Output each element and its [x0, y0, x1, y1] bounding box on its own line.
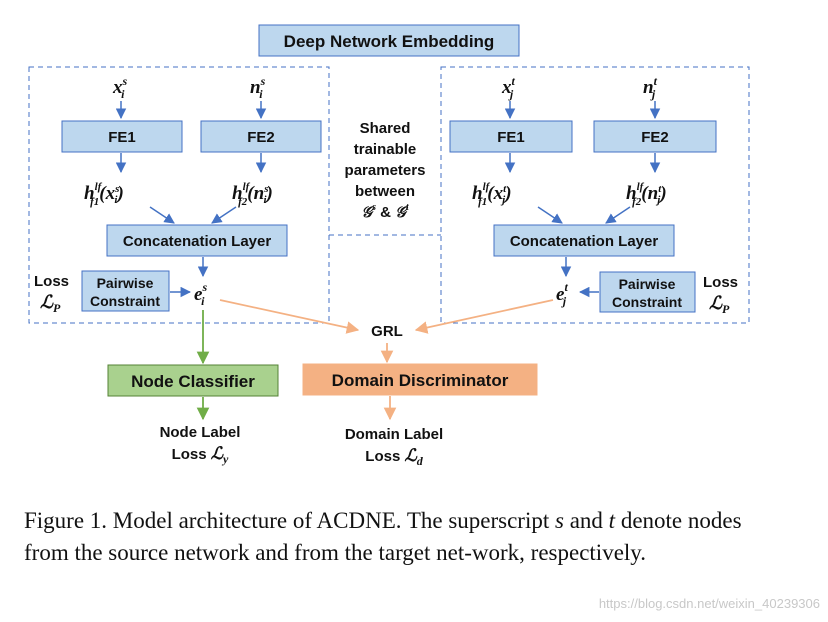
shared-line-1: Shared [360, 120, 411, 137]
grl-label: GRL [371, 323, 403, 340]
right-fe2-label: FE2 [641, 129, 669, 146]
node-label-line1: Node Label [160, 424, 241, 441]
shared-line-5: 𝒢s & 𝒢t [361, 202, 409, 221]
node-classifier-box [107, 364, 279, 397]
right-fe2-box [593, 120, 717, 153]
shared-line-4: between [355, 183, 415, 200]
architecture-diagram: Deep Network Embedding Shared trainable … [28, 24, 750, 468]
left-pairwise-line1: Pairwise [97, 275, 154, 291]
right-loss-symbol: ℒP [709, 293, 730, 316]
title-text: Deep Network Embedding [284, 32, 495, 51]
right-fe1-box [449, 120, 573, 153]
left-loss-label: Loss [34, 273, 69, 290]
left-concat-box [106, 224, 288, 257]
right-pairwise-line1: Pairwise [619, 276, 676, 292]
node-classifier-label: Node Classifier [131, 372, 255, 391]
domain-discriminator-label: Domain Discriminator [332, 371, 509, 390]
left-arrow-e-grl [219, 299, 360, 334]
left-pairwise-line2: Constraint [90, 293, 160, 309]
right-fe1-label: FE1 [497, 129, 525, 146]
watermark: https://blog.csdn.net/weixin_40239306 [598, 596, 820, 611]
title-box [258, 24, 520, 57]
domain-discriminator-box [302, 363, 538, 396]
right-arrow-h2-concat [605, 206, 631, 224]
shared-line-2: trainable [354, 141, 417, 158]
right-arrow-e-grl [414, 299, 554, 334]
left-arrow-h1-concat [149, 206, 175, 224]
domain-label-line2: Loss ℒd [365, 446, 423, 468]
right-arrow-h1-concat [537, 206, 563, 224]
right-concat-box [493, 224, 675, 257]
node-label-line2: Loss ℒy [172, 444, 229, 466]
right-loss-label: Loss [703, 274, 738, 291]
left-embedding-container [28, 66, 330, 324]
left-fe1-box [61, 120, 183, 153]
left-pairwise-box [81, 270, 170, 312]
shared-line-3: parameters [345, 162, 426, 179]
domain-label-line1: Domain Label [345, 426, 443, 443]
left-concat-label: Concatenation Layer [123, 233, 272, 250]
right-pairwise-line2: Constraint [612, 294, 682, 310]
figure-caption: Figure 1. Model architecture of ACDNE. T… [24, 508, 742, 565]
right-embedding-container [440, 66, 750, 324]
right-concat-label: Concatenation Layer [510, 233, 659, 250]
right-pairwise-box [599, 271, 696, 313]
left-loss-symbol: ℒP [40, 292, 61, 315]
left-fe2-box [200, 120, 322, 153]
left-fe2-label: FE2 [247, 129, 275, 146]
left-arrow-h2-concat [211, 206, 237, 224]
left-fe1-label: FE1 [108, 129, 136, 146]
